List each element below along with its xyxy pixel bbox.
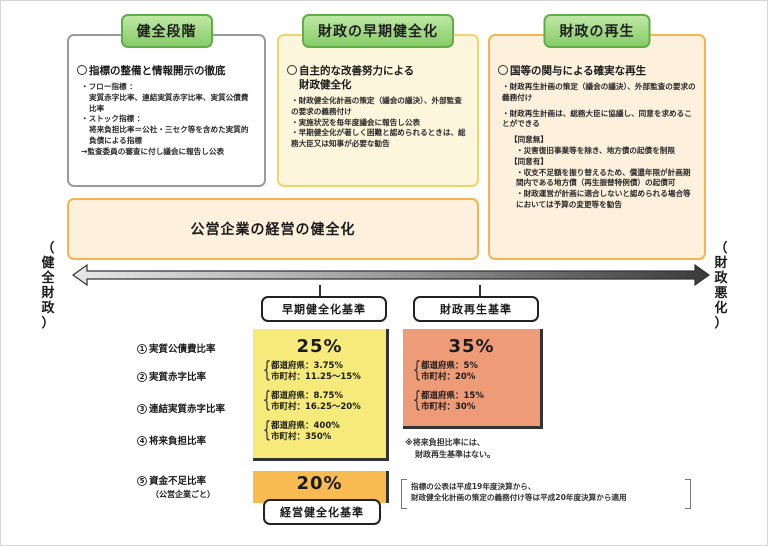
value-prefecture: 都道府県：5%	[421, 361, 478, 371]
stage-title-early: 財政の早期健全化	[302, 14, 454, 48]
rebuild-item: ・財政運営が計画に適合しないと認められる場合等においては予算の変更等を勧告	[516, 189, 691, 209]
value-municipality: 市町村：16.25～20%	[271, 402, 361, 412]
healthy-items: ・フロー指標 ： 実質赤字比率、連結実質赤字比率、実質公債費比率 ・ストック指標…	[77, 82, 256, 158]
value-prefecture: 都道府県：8.75%	[271, 391, 343, 401]
future-burden-note: ※将来負担比率には、 財政再生基準はない。	[405, 437, 495, 461]
rebuild-item: ・財政再生計画は、総務大臣に協議し、同意を求めることができる	[502, 108, 692, 129]
rebuild-heading: 国等の関与による確実な再生	[498, 64, 696, 78]
management-value: 20%	[296, 473, 343, 494]
axis-char: 政	[41, 301, 55, 316]
value-municipality: 市町村：20%	[421, 372, 476, 382]
pointer-stem	[479, 285, 481, 297]
axis-char: 政	[714, 271, 728, 286]
value-prefecture: 都道府県：400%	[271, 421, 340, 431]
rebuild-consolidated-values: 都道府県：15% 市町村：30%	[403, 391, 540, 413]
early-item: ・早期健全化が著しく困難と認められるときは、総務大臣又は知事が必要な勧告	[291, 128, 466, 149]
axis-char: 悪	[714, 286, 728, 301]
rebuild-items: ・財政再生計画の策定（議会の議決）、外部監査の要求の義務付け ・財政再生計画は、…	[498, 82, 696, 211]
rebuild-item: ・財政再生計画の策定（議会の議決）、外部監査の要求の義務付け	[502, 82, 696, 102]
rebuild-threshold-values: 35% 都道府県：5% 市町村：20% 都道府県：15% 市町村：30%	[403, 329, 543, 429]
rebuild-item: ・収支不足額を振り替えるため、償還年限が計画期間内である地方債（再生振替特例債）…	[516, 167, 691, 188]
indicator-number: 2	[137, 372, 147, 382]
indicator-label: 将来負担比率	[149, 436, 207, 447]
healthy-item: 将来負担比率＝公社・三セク等を含めた実質的負債による指標	[89, 125, 249, 145]
management-threshold-value: 20%	[253, 471, 389, 503]
indicator-sublabel: （公営企業ごと）	[151, 490, 215, 499]
healthy-item: →監査委員の審査に付し議会に報告し公表	[81, 146, 225, 156]
tag-rebuild-threshold: 財政再生基準	[413, 296, 539, 322]
rebuild-item: ・災害復旧事業等を除き、地方債の起債を制限	[516, 145, 675, 155]
stage-title-healthy: 健全段階	[120, 14, 213, 48]
axis-char: 健	[41, 256, 55, 271]
axis-char: ）	[41, 316, 55, 331]
panel-early-stage: 財政の早期健全化 自主的な改善努力による 財政健全化 ・財政健全化計画の策定（議…	[277, 14, 479, 187]
note-line: 財政再生基準はない。	[415, 450, 495, 459]
healthy-item: ・ストック指標 ：	[81, 114, 145, 124]
axis-char: 財	[714, 256, 728, 271]
panel-healthy-stage: 健全段階 指標の整備と情報開示の徹底 ・フロー指標 ： 実質赤字比率、連結実質赤…	[67, 14, 266, 187]
enterprise-label: 公営企業の経営の健全化	[190, 222, 356, 238]
indicator-number: 3	[137, 404, 147, 414]
early-future-burden-values: 都道府県：400% 市町村：350%	[253, 421, 386, 443]
early-heading: 自主的な改善努力による 財政健全化	[287, 64, 469, 92]
axis-label-healthy: （ 健 全 財 政 ）	[40, 241, 56, 331]
indicator-number: 4	[137, 436, 147, 446]
indicator-number: 1	[137, 344, 147, 354]
stage-title-rebuild: 財政の再生	[543, 14, 651, 48]
indicator-label: 連結実質赤字比率	[149, 404, 226, 415]
axis-char: （	[41, 241, 55, 256]
indicator-label: 実質公債費比率	[149, 344, 216, 355]
note-line: 指標の公表は平成19年度決算から、	[411, 482, 536, 491]
axis-label-deteriorating: （ 財 政 悪 化 ）	[713, 241, 729, 331]
early-threshold-values: 25% 都道府県：3.75% 市町村：11.25～15% 都道府県：8.75% …	[253, 329, 389, 461]
rebuild-item: 【同意無】	[510, 135, 548, 145]
circle-bullet-icon	[498, 65, 508, 75]
application-note: 指標の公表は平成19年度決算から、 財政健全化計画の策定の義務付け等は平成20年…	[401, 479, 691, 509]
tag-early-threshold: 早期健全化基準	[261, 296, 387, 322]
rebuild-item: 【同意有】	[510, 156, 548, 166]
pointer-stem	[319, 285, 321, 297]
value-municipality: 市町村：11.25～15%	[271, 372, 361, 382]
circle-bullet-icon	[287, 65, 297, 75]
value-prefecture: 都道府県：3.75%	[271, 361, 343, 371]
double-arrow-icon	[71, 263, 711, 287]
tag-management-threshold: 経営健全化基準	[263, 499, 381, 525]
circle-bullet-icon	[77, 65, 87, 75]
early-items: ・財政健全化計画の策定（議会の議決）、外部監査の要求の義務付け ・実施状況を毎年…	[287, 96, 469, 150]
enterprise-box: 公営企業の経営の健全化	[67, 198, 479, 260]
panel-rebuild-stage: 財政の再生 国等の関与による確実な再生 ・財政再生計画の策定（議会の議決）、外部…	[488, 14, 706, 260]
early-item: ・実施状況を毎年度議会に報告し公表	[291, 117, 421, 127]
indicator-label: 資金不足比率	[149, 476, 207, 487]
axis-char: 財	[41, 286, 55, 301]
note-line: 財政健全化計画の策定の義務付け等は平成20年度決算から適用	[411, 493, 627, 502]
axis-char: 化	[714, 301, 728, 316]
rebuild-debt-service-value: 35%	[448, 336, 495, 357]
early-item: ・財政健全化計画の策定（議会の議決）、外部監査の要求の義務付け	[291, 96, 462, 116]
rebuild-deficit-values: 都道府県：5% 市町村：20%	[403, 361, 540, 383]
value-municipality: 市町村：350%	[271, 432, 332, 442]
note-line: ※将来負担比率には、	[405, 438, 485, 447]
early-debt-service-value: 25%	[296, 336, 343, 357]
value-municipality: 市町村：30%	[421, 402, 476, 412]
indicator-label: 実質赤字比率	[149, 372, 207, 383]
axis-char: ）	[714, 316, 728, 331]
axis-char: 全	[41, 271, 55, 286]
early-consolidated-values: 都道府県：8.75% 市町村：16.25～20%	[253, 391, 386, 413]
healthy-item: ・フロー指標 ：	[81, 82, 137, 91]
value-prefecture: 都道府県：15%	[421, 391, 484, 401]
healthy-heading: 指標の整備と情報開示の徹底	[77, 64, 256, 78]
axis-char: （	[714, 241, 728, 256]
indicator-number: 5	[137, 476, 147, 486]
healthy-item: 実質赤字比率、連結実質赤字比率、実質公債費比率	[89, 92, 249, 113]
early-deficit-values: 都道府県：3.75% 市町村：11.25～15%	[253, 361, 386, 383]
